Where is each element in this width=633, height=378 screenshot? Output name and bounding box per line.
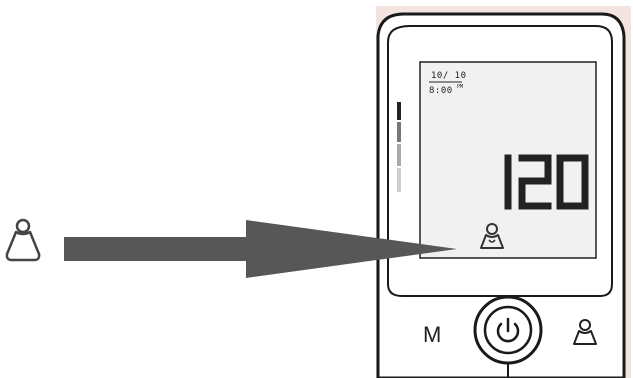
memory-button-label: M: [423, 322, 441, 347]
power-icon: [496, 317, 520, 343]
level-indicator: [397, 102, 401, 192]
reading-value: 120: [0, 0, 2, 1]
user-button[interactable]: [573, 319, 597, 345]
callout-arrow: [64, 220, 457, 278]
time-suffix: PM: [457, 84, 463, 90]
date-display: 10/ 10: [431, 71, 467, 81]
reading-segments: [504, 154, 589, 210]
power-button[interactable]: [473, 295, 543, 365]
lcd-user-icon: [480, 223, 504, 249]
callout-user-icon: [5, 218, 41, 262]
time-display: 8:00: [429, 86, 453, 96]
user-button-icon: [573, 319, 597, 345]
